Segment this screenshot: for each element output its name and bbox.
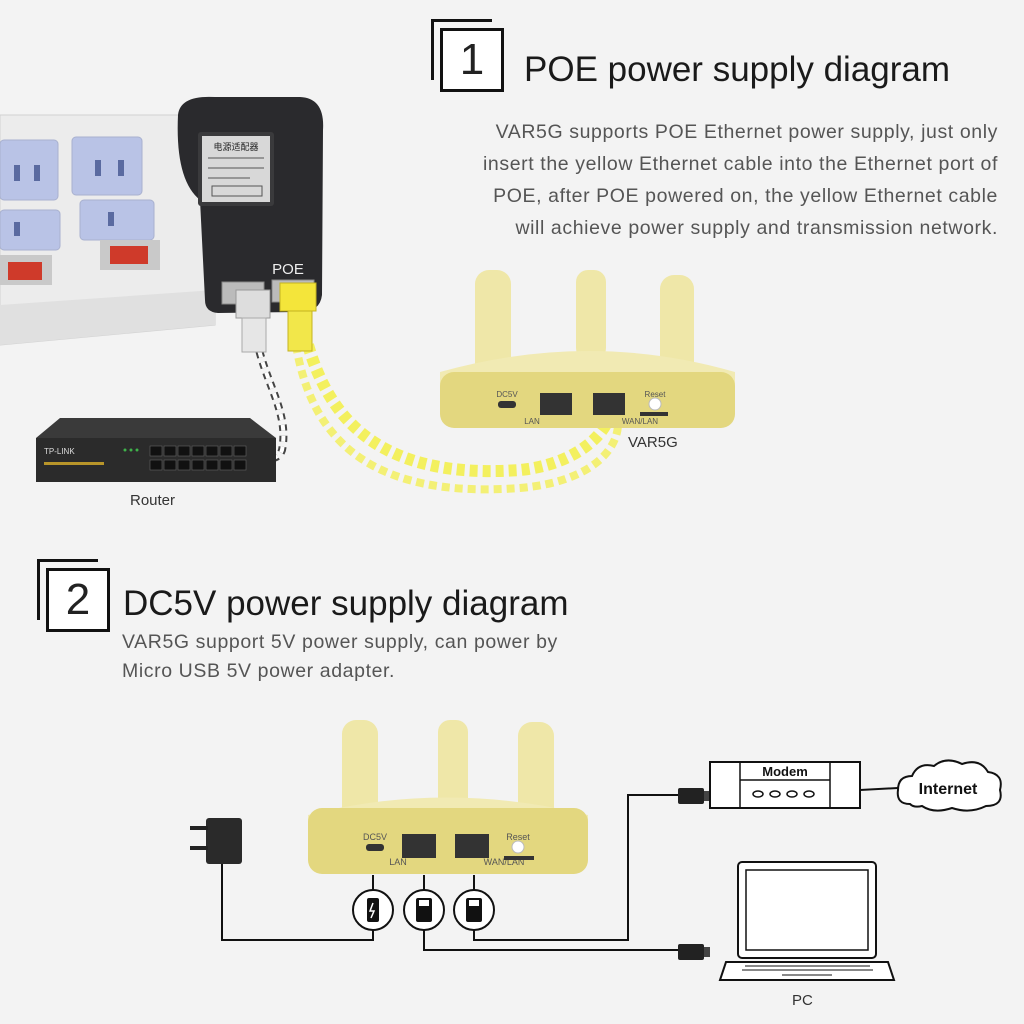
power-strip-icon: [0, 114, 216, 346]
modem-label: Modem: [762, 764, 808, 779]
yellow-ethernet-cable: [302, 343, 614, 478]
poe-diagram: 电源适配器 POE TP-LINK: [0, 96, 735, 494]
pc-caption: PC: [792, 992, 813, 1009]
rj45-icon: [678, 788, 710, 804]
var5g-device: DC5V LAN WAN/LAN Reset: [308, 720, 588, 874]
section-number-box: 1: [431, 19, 504, 92]
device-caption: VAR5G: [628, 434, 678, 451]
section-number: 2: [65, 575, 91, 624]
lan-port-label: LAN: [524, 417, 540, 426]
section-title: POE power supply diagram: [524, 50, 951, 89]
router-caption: Router: [130, 492, 176, 509]
section-number-box: 2: [37, 559, 110, 632]
reset-label: Reset: [506, 832, 530, 842]
dc5v-diagram: DC5V LAN WAN/LAN Reset: [190, 720, 1002, 981]
cloud-icon: Internet: [896, 759, 1002, 812]
power-plug-icon: [190, 818, 242, 864]
internet-label: Internet: [919, 781, 978, 798]
dc-port-label: DC5V: [363, 832, 387, 842]
micro-usb-icon: [352, 889, 394, 931]
description-line: VAR5G supports POE Ethernet power supply…: [495, 121, 998, 143]
wan-port-label: WAN/LAN: [622, 417, 658, 426]
rj45-icon: [678, 944, 710, 960]
description-line: VAR5G support 5V power supply, can power…: [122, 631, 558, 653]
section-description: VAR5G support 5V power supply, can power…: [122, 628, 592, 686]
description-line: will achieve power supply and transmissi…: [515, 217, 998, 239]
poe-label: POE: [272, 261, 304, 278]
rj45-icon: [403, 889, 445, 931]
description-line: insert the yellow Ethernet cable into th…: [483, 153, 998, 175]
section-description: VAR5G supports POE Ethernet power supply…: [380, 116, 998, 244]
section-title: DC5V power supply diagram: [123, 584, 569, 623]
reset-label: Reset: [645, 390, 667, 399]
rj45-icon: [453, 889, 495, 931]
var5g-device: DC5V LAN WAN/LAN Reset: [440, 270, 735, 428]
adapter-label: 电源适配器: [213, 141, 258, 152]
description-line: POE, after POE powered on, the yellow Et…: [493, 185, 998, 207]
laptop-icon: [718, 861, 896, 981]
switch-brand: TP-LINK: [44, 447, 75, 456]
lan-port-label: LAN: [389, 857, 407, 867]
modem-icon: Modem: [709, 761, 861, 809]
dc-port-label: DC5V: [496, 390, 518, 399]
wan-port-label: WAN/LAN: [484, 857, 525, 867]
grey-rj45-plug: [235, 289, 271, 353]
switch-icon: TP-LINK: [36, 418, 276, 482]
yellow-rj45-plug: [279, 282, 317, 352]
description-line: Micro USB 5V power adapter.: [122, 660, 396, 682]
